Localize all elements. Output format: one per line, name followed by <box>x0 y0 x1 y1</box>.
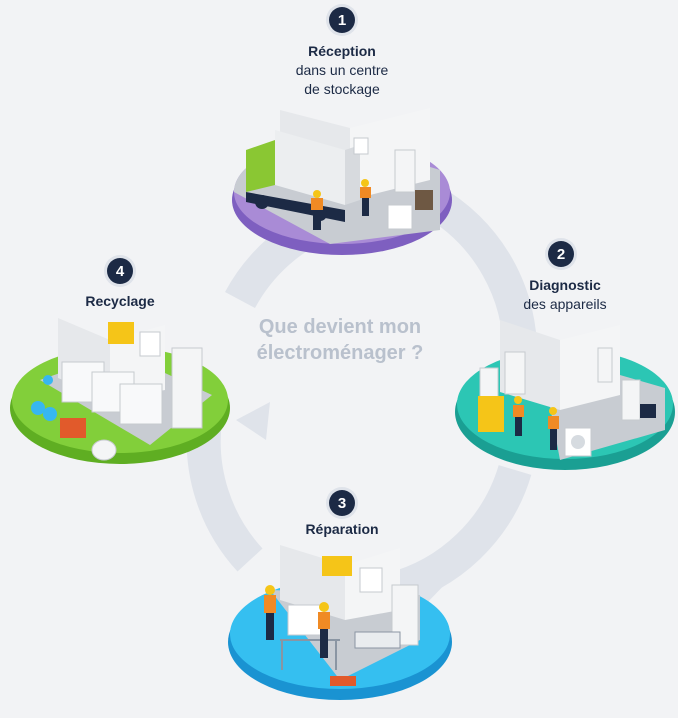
center-question: Que devient mon électroménager ? <box>256 316 424 364</box>
step-2-title: Diagnostic <box>529 277 601 293</box>
step-4-label: Recyclage <box>40 292 200 311</box>
scene-reparation <box>228 545 452 700</box>
step-4-number-badge: 4 <box>107 258 133 284</box>
step-2-number-badge: 2 <box>548 241 574 267</box>
step-3-title: Réparation <box>305 521 379 537</box>
step-4-title: Recyclage <box>85 293 155 309</box>
cycle-arrow-head <box>236 402 270 440</box>
step-1-label: Réception dans un centre de stockage <box>242 42 442 99</box>
step-1-subtitle-line-1: dans un centre <box>295 62 389 78</box>
scene-diagnostic <box>455 320 675 470</box>
step-3-number-badge: 3 <box>329 490 355 516</box>
scene-recyclage <box>10 318 230 464</box>
step-1-subtitle-line-2: de stockage <box>304 81 380 97</box>
step-2-label: Diagnostic des appareils <box>490 276 640 314</box>
step-3-label: Réparation <box>262 520 422 539</box>
step-1-title: Réception <box>308 43 376 59</box>
step-1-number-badge: 1 <box>329 7 355 33</box>
scene-reception <box>232 108 452 255</box>
step-2-subtitle-line-1: des appareils <box>523 296 607 312</box>
